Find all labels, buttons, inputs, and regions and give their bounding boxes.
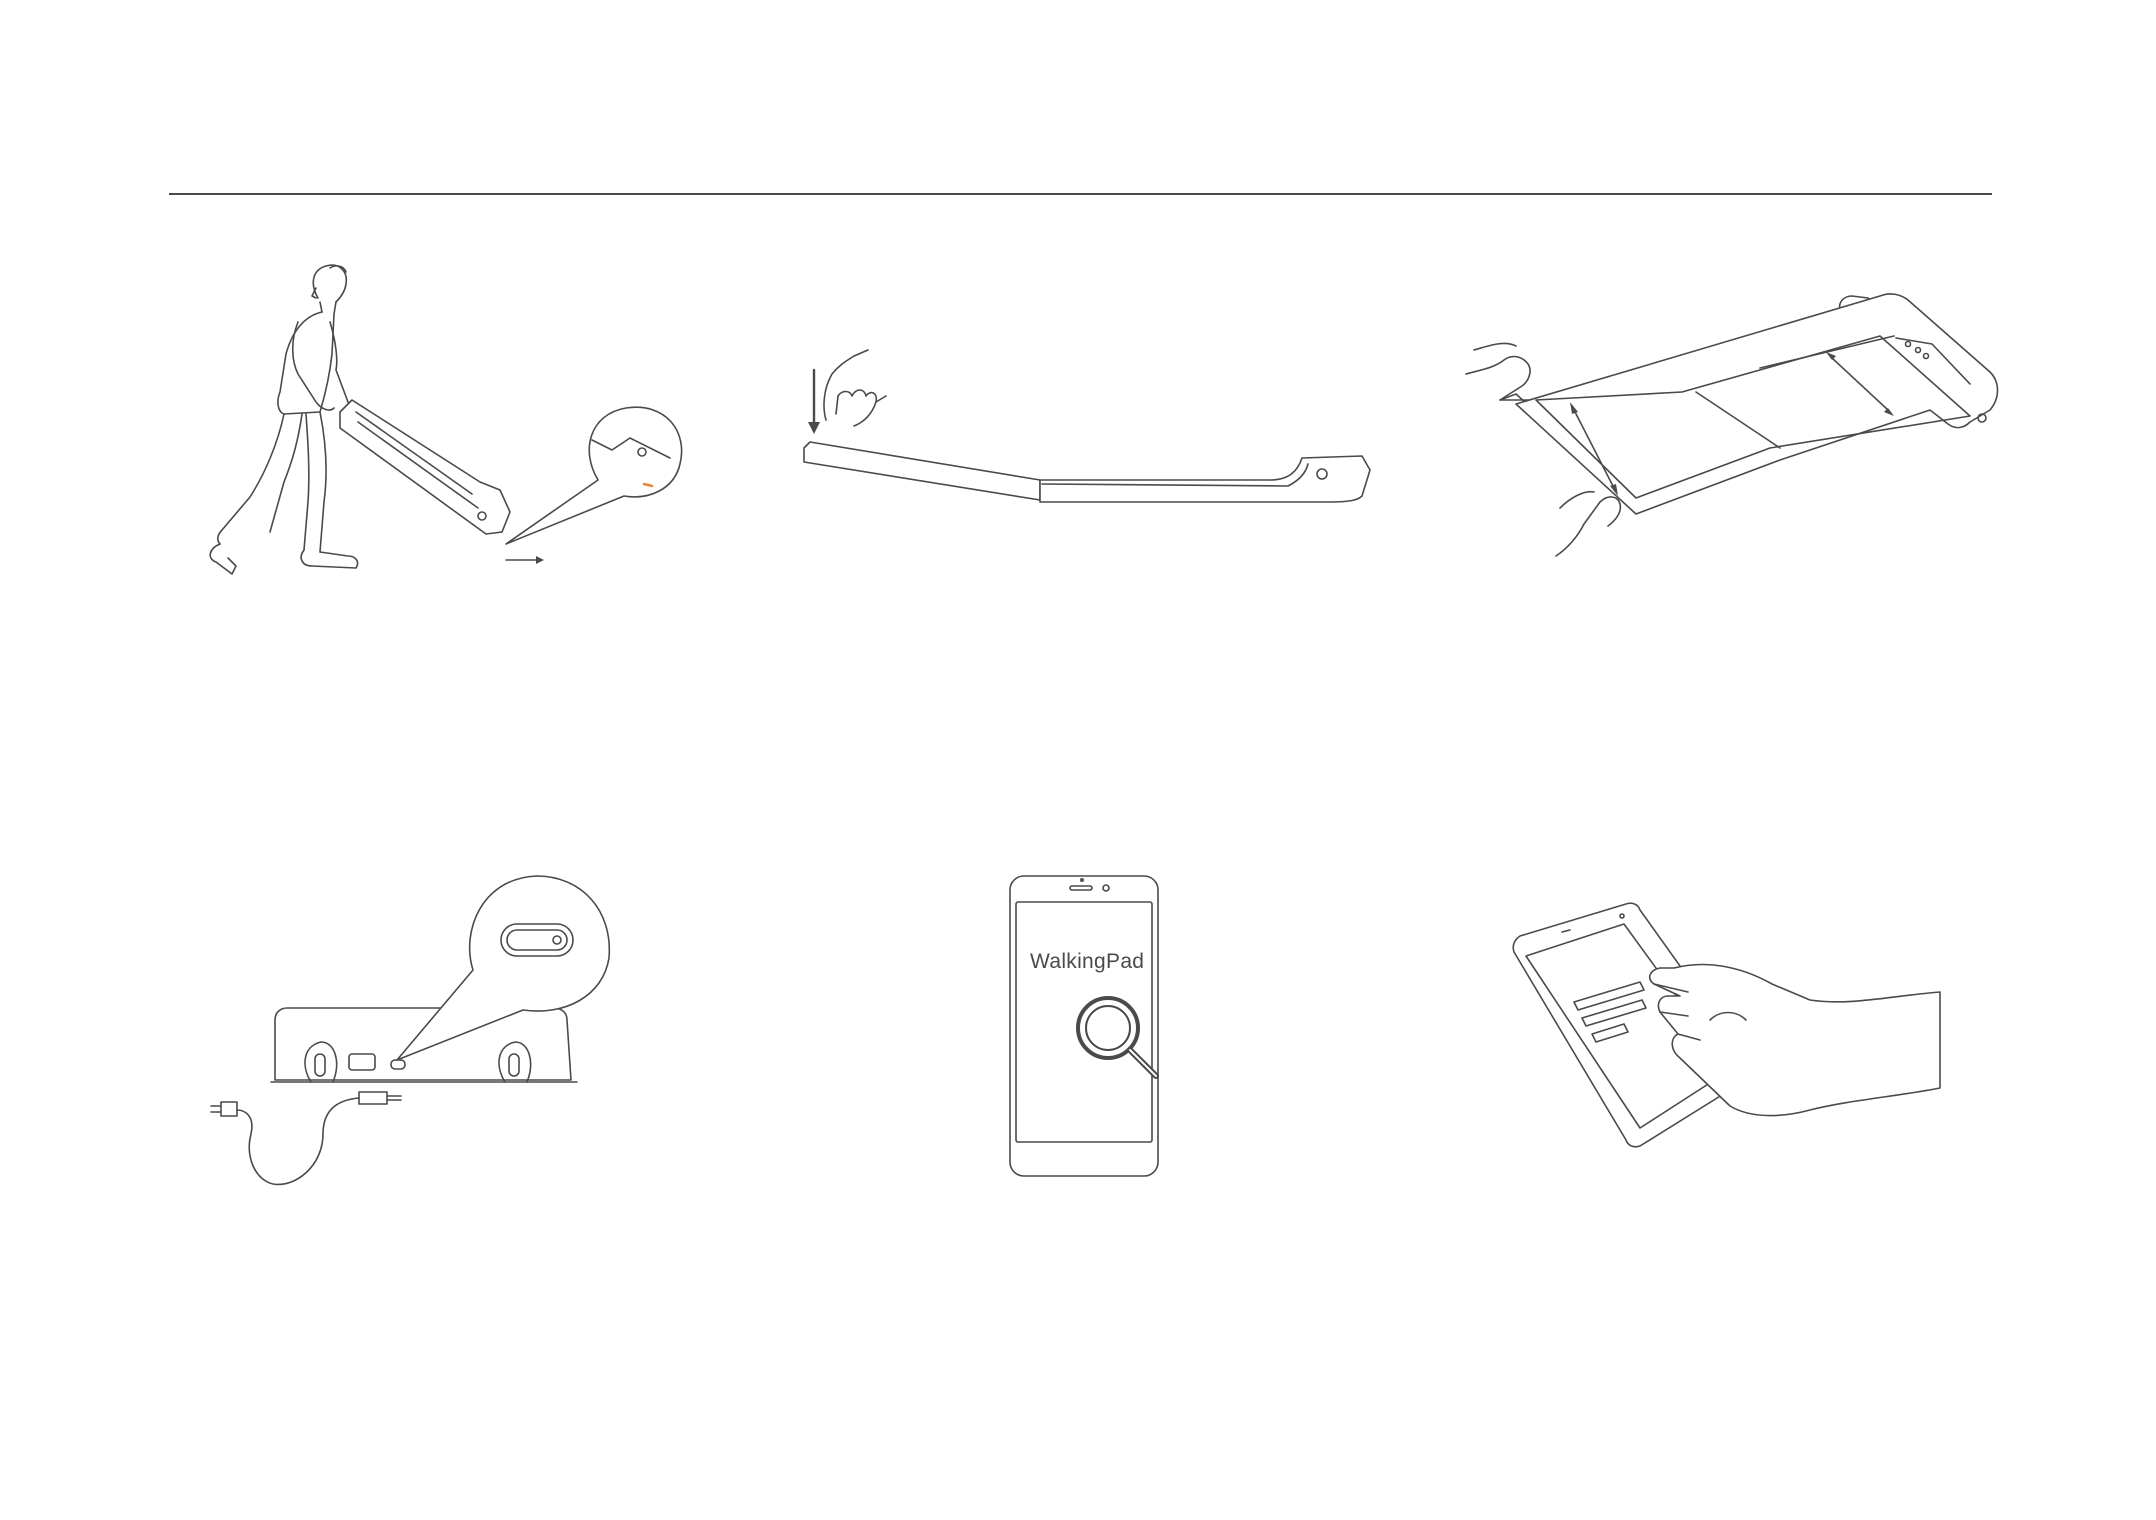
step-move-illustration [180,262,700,582]
magnifier-icon [1078,998,1156,1076]
phone-search-icon: WalkingPad [1006,872,1176,1182]
step-pair-illustration [1510,900,1960,1160]
header-divider [169,193,1992,195]
person-pushing-treadmill-icon [180,262,700,582]
power-port-cable-icon [225,866,645,1196]
step-power-illustration [225,866,645,1196]
hand-press-fold-icon [790,330,1390,530]
hands-unfolding-treadmill-icon [1460,290,2020,570]
step-press-illustration [790,330,1390,530]
hand-holding-phone-icon [1510,900,1960,1160]
app-name-label: WalkingPad [1030,950,1144,973]
step-search-illustration: WalkingPad [1006,872,1176,1182]
step-unfold-illustration [1460,290,2020,570]
